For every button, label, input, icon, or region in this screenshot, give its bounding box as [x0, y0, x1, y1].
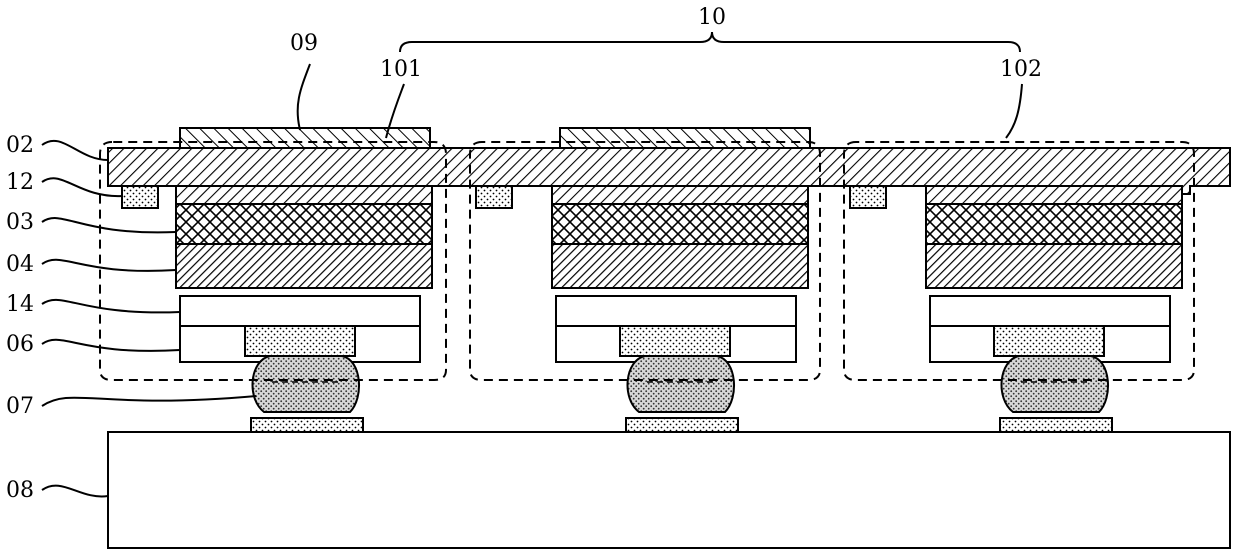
layer-14 — [556, 296, 796, 326]
pad-bottom — [251, 418, 363, 432]
label-02: 02 — [6, 133, 34, 158]
pad-bottom — [626, 418, 738, 432]
cover-09 — [560, 128, 810, 148]
leader-06 — [42, 340, 180, 351]
layer-04 — [552, 244, 808, 288]
layer-03 — [552, 204, 808, 244]
label-09: 09 — [290, 31, 318, 56]
bump-07 — [1002, 356, 1109, 412]
layer-04 — [176, 244, 432, 288]
layer-02-lower — [176, 186, 432, 204]
pad-12 — [476, 186, 512, 208]
leader-09 — [298, 64, 310, 130]
leader-14 — [42, 300, 180, 313]
label-06: 06 — [6, 332, 34, 357]
label-04: 04 — [6, 252, 34, 277]
pad-bottom — [1000, 418, 1112, 432]
pad-12 — [122, 186, 158, 208]
label-10: 10 — [698, 5, 726, 30]
pad-top — [620, 326, 730, 356]
layer-14 — [180, 296, 420, 326]
substrate-08 — [108, 432, 1230, 548]
label-07: 07 — [6, 394, 34, 419]
leader-02 — [42, 141, 108, 160]
layer-04 — [926, 244, 1182, 288]
leader-08 — [42, 486, 108, 497]
bump-07 — [253, 356, 360, 412]
layer-02-lower — [926, 186, 1182, 204]
bump-07 — [628, 356, 735, 412]
label-03: 03 — [6, 210, 34, 235]
label-102: 102 — [1000, 57, 1042, 82]
pad-top — [245, 326, 355, 356]
leader-04 — [42, 260, 176, 271]
pad-top — [994, 326, 1104, 356]
layer-03 — [176, 204, 432, 244]
label-14: 14 — [6, 292, 34, 317]
leader-102 — [1006, 84, 1022, 138]
pad-12 — [850, 186, 886, 208]
label-08: 08 — [6, 478, 34, 503]
label-101: 101 — [380, 57, 422, 82]
layer-14 — [930, 296, 1170, 326]
layer-03 — [926, 204, 1182, 244]
leader-03 — [42, 218, 176, 232]
leader-07 — [42, 396, 256, 406]
label-12: 12 — [6, 170, 34, 195]
brace-10 — [400, 32, 1020, 52]
layer-02-lower — [552, 186, 808, 204]
cover-09 — [180, 128, 430, 148]
